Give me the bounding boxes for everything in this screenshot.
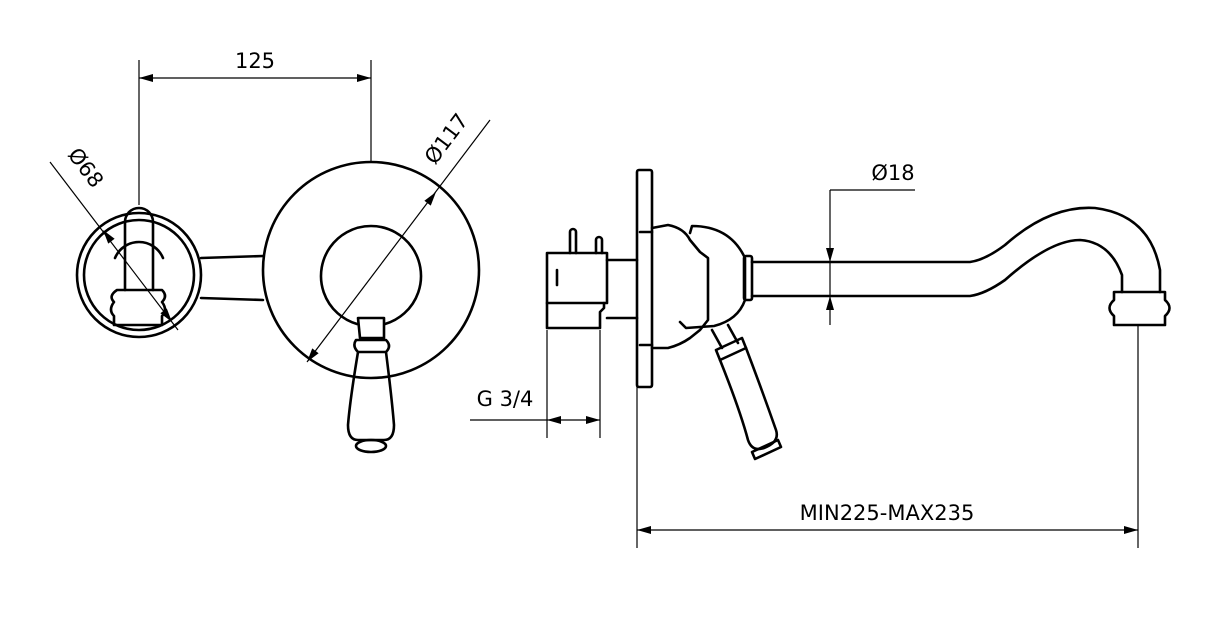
dimension-125: 125 <box>138 49 372 205</box>
side-view: Ø18 G 3/4 MIN225-MAX235 <box>470 161 1171 548</box>
valve-escutcheon <box>261 160 481 380</box>
dimension-label-117: Ø117 <box>420 109 473 169</box>
spout-base <box>638 223 754 350</box>
dimension-label-125: 125 <box>235 49 275 73</box>
dimension-label-18: Ø18 <box>871 161 914 185</box>
dimension-label-68: Ø68 <box>63 143 108 192</box>
dimension-label-g34: G 3/4 <box>477 387 534 411</box>
dimension-projection: MIN225-MAX235 <box>636 325 1139 548</box>
side-lever-handle <box>710 323 783 461</box>
lever-handle <box>346 316 396 454</box>
spout-pipe <box>750 206 1162 298</box>
front-view: 125 Ø117 Ø68 <box>49 49 491 454</box>
aerator <box>1108 290 1171 327</box>
dimension-label-projection: MIN225-MAX235 <box>800 501 975 525</box>
dimension-g34: G 3/4 <box>470 330 601 438</box>
connecting-pipe <box>199 254 265 302</box>
dimension-18: Ø18 <box>826 161 915 325</box>
valve-body <box>545 227 639 330</box>
wall-plate <box>635 168 654 389</box>
spout-rosette <box>75 206 203 339</box>
